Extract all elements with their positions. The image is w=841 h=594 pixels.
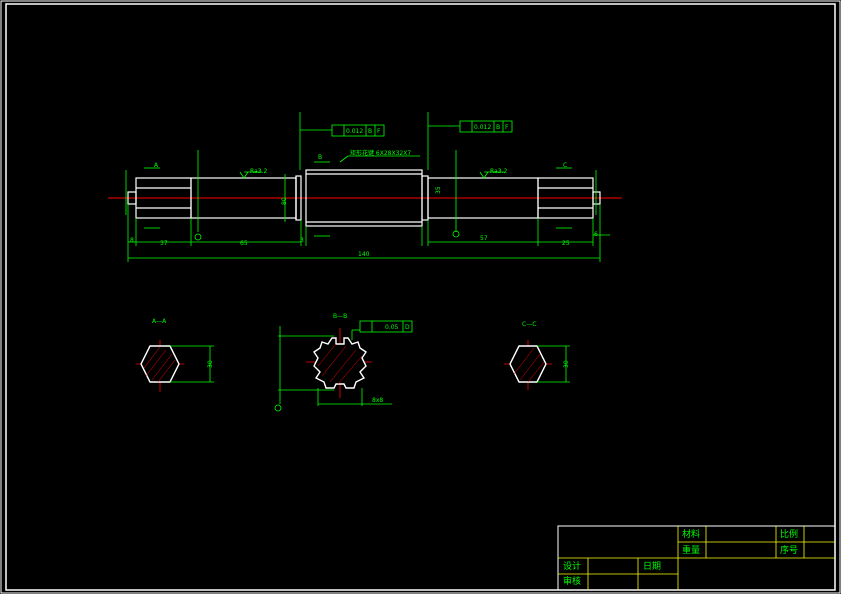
runout-right-ref: B bbox=[496, 124, 500, 131]
dim-right-vert: 35 bbox=[435, 186, 442, 194]
roughness-right: Ra3.2 bbox=[490, 168, 507, 175]
tb-date: 日期 bbox=[643, 561, 661, 572]
dim-hex-a: 30 bbox=[207, 360, 214, 368]
dimension-lines bbox=[125, 112, 610, 262]
section-a: A—A 30 bbox=[136, 318, 214, 392]
section-b: B—B 8x8 bbox=[278, 313, 392, 406]
cut-a-top: A bbox=[154, 162, 159, 169]
shaft-main-view bbox=[108, 169, 622, 227]
dim-left-end: 37 bbox=[160, 240, 168, 247]
tb-weight: 重量 bbox=[682, 544, 700, 556]
inner-frame bbox=[5, 3, 836, 591]
section-b-label: B—B bbox=[333, 313, 347, 320]
tb-seq: 序号 bbox=[780, 544, 798, 556]
dim-spline-label: 8x8 bbox=[372, 397, 383, 404]
tb-scale: 比例 bbox=[780, 528, 798, 540]
dim-small-left2: 3 bbox=[300, 237, 304, 244]
dim-small-right: 6 bbox=[594, 231, 598, 238]
cut-b-top: B bbox=[318, 154, 322, 161]
sym-value: 0.05 bbox=[385, 324, 399, 331]
cut-c-top: C bbox=[563, 162, 567, 169]
runout-right-value: 0.012 bbox=[474, 124, 491, 131]
runout-left-ref2: F bbox=[377, 128, 381, 135]
tb-review: 审核 bbox=[563, 575, 581, 587]
dim-right-end: 25 bbox=[562, 240, 570, 247]
dim-mid-left: 65 bbox=[240, 240, 248, 247]
dim-right-mid: 57 bbox=[480, 235, 488, 242]
tb-material: 材料 bbox=[682, 528, 700, 540]
section-a-label: A—A bbox=[152, 318, 167, 325]
tb-design: 设计 bbox=[563, 560, 581, 572]
runout-left-ref: B bbox=[368, 128, 372, 135]
section-c: C—C 30 bbox=[504, 321, 570, 390]
runout-left-value: 0.012 bbox=[346, 128, 363, 135]
dim-hex-c: 30 bbox=[563, 360, 570, 368]
runout-right-ref2: F bbox=[505, 124, 509, 131]
spline-note: 矩形花键 6X28X32X7 bbox=[350, 149, 411, 157]
dim-total: 140 bbox=[358, 251, 370, 258]
roughness-left: Ra3.2 bbox=[250, 168, 267, 175]
dim-small-left: 8 bbox=[130, 237, 134, 244]
title-block: 材料 比例 重量 序号 设计 日期 审核 bbox=[557, 525, 836, 591]
section-c-label: C—C bbox=[522, 321, 536, 328]
dim-mid-vert: 80 bbox=[281, 197, 288, 205]
sym-ref: D bbox=[405, 324, 410, 331]
dimension-texts: 37 65 140 57 25 6 8 3 80 35 Ra3.2 Ra3.2 … bbox=[130, 124, 598, 331]
tolerance-frames bbox=[194, 120, 513, 412]
